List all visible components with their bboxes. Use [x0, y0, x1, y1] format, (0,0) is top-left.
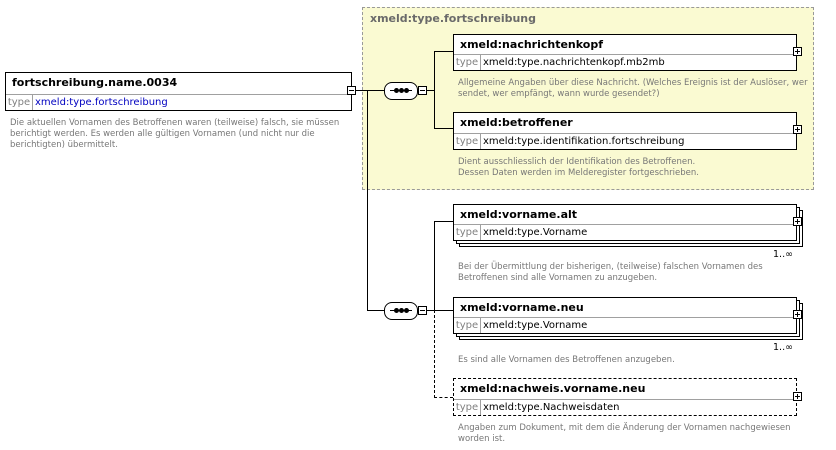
- connector-line: [434, 128, 453, 129]
- element-documentation: Bei der Übermittlung der bisherigen, (te…: [458, 262, 808, 284]
- expand-icon[interactable]: [793, 310, 802, 319]
- type-keyword: type: [454, 400, 481, 415]
- element-name: xmeld:betroffener: [460, 116, 573, 129]
- type-row: type xmeld:type.identifikation.fortschre…: [454, 133, 796, 149]
- connector-line: [356, 90, 384, 91]
- collapse-icon[interactable]: [418, 306, 427, 315]
- connector-line: [367, 90, 368, 311]
- element-betroffener[interactable]: xmeld:betroffener type xmeld:type.identi…: [453, 112, 797, 150]
- doc-line: Die aktuellen Vornamen des Betroffenen w…: [10, 118, 340, 128]
- type-keyword: type: [6, 95, 33, 110]
- doc-line: Betroffenen sind alle Vornamen zu anzuge…: [458, 273, 658, 283]
- root-documentation: Die aktuellen Vornamen des Betroffenen w…: [10, 118, 350, 151]
- connector-line: [427, 310, 435, 311]
- sequence-dot: [394, 88, 399, 93]
- root-type-value[interactable]: xmeld:type.fortschreibung: [35, 97, 168, 108]
- type-keyword: type: [454, 225, 481, 240]
- optional-connector-line: [434, 397, 453, 398]
- element-documentation: Dient ausschliesslich der Identifikation…: [458, 157, 808, 179]
- connector-line: [427, 90, 435, 91]
- optional-connector-line: [434, 310, 435, 398]
- expand-icon[interactable]: [793, 392, 802, 401]
- type-keyword: type: [454, 134, 481, 149]
- type-value: xmeld:type.Vorname: [483, 227, 588, 238]
- connector-line: [434, 221, 453, 222]
- connector-line: [434, 51, 435, 129]
- element-documentation: Es sind alle Vornamen des Betroffenen an…: [458, 355, 808, 366]
- element-documentation: Angaben zum Dokument, mit dem die Änderu…: [458, 423, 808, 445]
- element-name: xmeld:nachweis.vorname.neu: [460, 382, 646, 395]
- sequence-dot: [404, 308, 409, 313]
- doc-line: berichtigt werden. Es werden alle gültig…: [10, 129, 315, 139]
- doc-line: Es sind alle Vornamen des Betroffenen an…: [458, 355, 675, 365]
- element-name: xmeld:nachrichtenkopf: [460, 38, 603, 51]
- doc-line: sendet, wer empfängt, wann wurde gesende…: [458, 89, 660, 99]
- element-nachrichtenkopf[interactable]: xmeld:nachrichtenkopf type xmeld:type.na…: [453, 34, 797, 71]
- collapse-icon[interactable]: [347, 86, 356, 95]
- sequence-dot: [399, 308, 404, 313]
- multiplicity-label: 1..∞: [773, 249, 793, 260]
- root-element-name: fortschreibung.name.0034: [12, 76, 178, 89]
- group-title: xmeld:type.fortschreibung: [370, 12, 536, 25]
- type-keyword: type: [454, 318, 481, 333]
- expand-icon[interactable]: [793, 217, 802, 226]
- type-row: type xmeld:type.Nachweisdaten: [454, 399, 796, 415]
- element-name: xmeld:vorname.neu: [460, 301, 584, 314]
- element-nachweis-vorname-neu[interactable]: xmeld:nachweis.vorname.neu type xmeld:ty…: [453, 378, 797, 416]
- collapse-icon[interactable]: [418, 86, 427, 95]
- doc-line: worden ist.: [458, 434, 506, 444]
- connector-line: [434, 310, 453, 311]
- element-vorname-alt[interactable]: xmeld:vorname.alt type xmeld:type.Vornam…: [453, 204, 797, 241]
- connector-line: [434, 51, 453, 52]
- sequence-dot: [404, 88, 409, 93]
- connector-line: [434, 221, 435, 311]
- expand-icon[interactable]: [793, 125, 802, 134]
- doc-line: Dessen Daten werden im Melderegister for…: [458, 168, 699, 178]
- type-value: xmeld:type.Nachweisdaten: [483, 402, 620, 413]
- doc-line: berichtigten) übermittelt.: [10, 140, 118, 150]
- element-documentation: Allgemeine Angaben über diese Nachricht.…: [458, 78, 808, 100]
- root-element-box[interactable]: fortschreibung.name.0034 type xmeld:type…: [5, 72, 352, 111]
- type-value: xmeld:type.nachrichtenkopf.mb2mb: [483, 57, 665, 68]
- element-name: xmeld:vorname.alt: [460, 208, 578, 221]
- sequence-dot: [394, 308, 399, 313]
- element-vorname-neu[interactable]: xmeld:vorname.neu type xmeld:type.Vornam…: [453, 297, 797, 334]
- type-value: xmeld:type.identifikation.fortschreibung: [483, 136, 685, 147]
- root-type-row: type xmeld:type.fortschreibung: [6, 94, 351, 110]
- sequence-compositor-icon[interactable]: [384, 82, 418, 100]
- type-row: type xmeld:type.nachrichtenkopf.mb2mb: [454, 54, 796, 70]
- type-row: type xmeld:type.Vorname: [454, 224, 796, 240]
- doc-line: Dient ausschliesslich der Identifikation…: [458, 157, 696, 167]
- expand-icon[interactable]: [793, 47, 802, 56]
- type-row: type xmeld:type.Vorname: [454, 317, 796, 333]
- doc-line: Bei der Übermittlung der bisherigen, (te…: [458, 262, 763, 272]
- connector-line: [367, 310, 384, 311]
- doc-line: Angaben zum Dokument, mit dem die Änderu…: [458, 423, 791, 433]
- type-keyword: type: [454, 55, 481, 70]
- sequence-dot: [399, 88, 404, 93]
- sequence-compositor-icon[interactable]: [384, 302, 418, 320]
- type-value: xmeld:type.Vorname: [483, 320, 588, 331]
- doc-line: Allgemeine Angaben über diese Nachricht.…: [458, 78, 808, 88]
- multiplicity-label: 1..∞: [773, 342, 793, 353]
